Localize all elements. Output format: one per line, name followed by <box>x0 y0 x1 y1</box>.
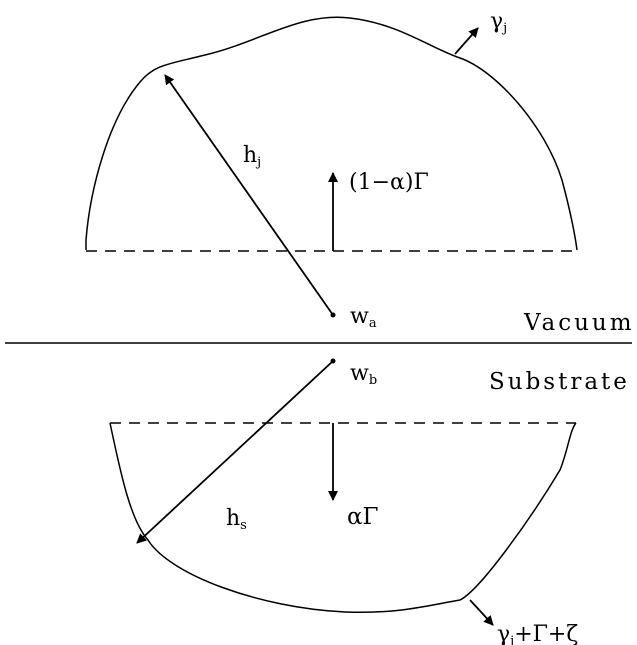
top-crystal-outline <box>85 16 578 251</box>
top-force-label: (1−α)Γ <box>349 170 429 195</box>
wb-point <box>330 358 336 364</box>
substrate-label: Substrate <box>489 369 630 395</box>
bottom-crystal-outline <box>109 422 577 614</box>
vacuum-label: Vacuum <box>523 310 635 336</box>
bottom-height-label: hs <box>226 506 247 533</box>
wa-label: wa <box>350 304 377 331</box>
top-normal-label: γj <box>490 9 507 36</box>
bottom-force-label: αΓ <box>347 504 379 530</box>
bottom-height-arrow <box>136 360 334 544</box>
top-height-arrow <box>164 74 334 316</box>
wa-point <box>330 312 336 318</box>
bottom-normal-label: γj+Γ+ζ <box>497 622 578 645</box>
wb-label: wb <box>350 361 377 388</box>
top-normal-arrow <box>454 27 479 55</box>
bottom-normal-arrow <box>469 599 494 626</box>
top-height-label: hj <box>243 143 261 170</box>
